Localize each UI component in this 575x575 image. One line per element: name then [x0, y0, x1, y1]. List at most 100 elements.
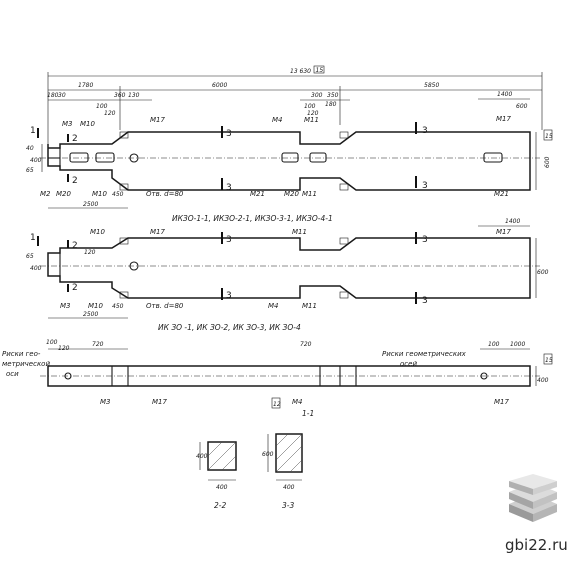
dim-1780: 1780 [78, 82, 93, 89]
b3-mid-tag: 12 [273, 401, 281, 408]
sec33-w: 400 [283, 484, 295, 491]
dim-450: 450 [112, 191, 124, 198]
b3-dim-720a: 720 [92, 341, 104, 348]
b3-dim-1000: 1000 [510, 341, 525, 348]
b2-mark-m4: М4 [268, 302, 279, 310]
b2-mark-m17b: М17 [496, 228, 511, 236]
beam-3: 400 15 100 120 720 720 100 1000 Риски ге… [2, 339, 553, 418]
b3-mark-m17: М17 [152, 398, 167, 406]
overall-tag: 15 [316, 67, 324, 74]
b3-dim-720b: 720 [300, 341, 312, 348]
mark-m4: М4 [272, 116, 283, 124]
dim-130: 130 [128, 92, 140, 99]
b3-tag: 15 [545, 357, 553, 364]
b3-mark-m3: М3 [100, 398, 111, 406]
dim-mid-100: 100 [304, 103, 316, 110]
mark-m10b: М10 [92, 190, 107, 198]
dim-mid-120: 120 [307, 110, 319, 117]
caption-1: ИКЗО-1-1, ИКЗО-2-1, ИКЗО-3-1, ИКЗО-4-1 [172, 214, 333, 223]
view-1-1: 1-1 [302, 409, 314, 418]
b3-dim-400: 400 [537, 377, 549, 384]
mark-m10: М10 [80, 120, 95, 128]
mark-m21: М21 [250, 190, 265, 198]
dim-6000: 6000 [212, 82, 227, 89]
mark-m11b: М11 [302, 190, 317, 198]
dim-2500: 2500 [83, 201, 98, 208]
b2-mark-m10: М10 [90, 228, 105, 236]
dim-65: 65 [26, 167, 34, 174]
height-600: 600 [544, 156, 551, 168]
b3-dim-100: 100 [46, 339, 58, 346]
risk-left-1: Риски гео- [2, 350, 41, 358]
sec-3-a: 3 [226, 129, 232, 139]
b2-sec-3-d: 3 [422, 296, 428, 306]
section-3-3: 600 400 3-3 [262, 433, 303, 510]
sec-2-top: 2 [72, 134, 78, 144]
dim-180: 180 [47, 92, 59, 99]
b2-dim-600: 600 [537, 269, 549, 276]
dim-300: 300 [311, 92, 323, 99]
mark-m20b: М20 [284, 190, 299, 198]
b2-dim-2500: 2500 [83, 311, 98, 318]
cut-1-top: 1 [30, 126, 36, 136]
dim-600: 600 [516, 103, 528, 110]
dim-360: 360 [114, 92, 126, 99]
b2-dim-65: 65 [26, 253, 34, 260]
b2-height-400: 400 [30, 265, 42, 272]
b2-mark-m17: М17 [150, 228, 165, 236]
b2-sec-2-top: 2 [72, 241, 78, 251]
dim-30: 30 [58, 92, 66, 99]
hole-label: Отв. d=80 [146, 190, 184, 198]
risk-right-2: осей [400, 360, 417, 368]
mark-m20: М20 [56, 190, 71, 198]
dim-mid-180: 180 [325, 101, 337, 108]
sec-3-d: 3 [422, 181, 428, 191]
sec33-label: 3-3 [282, 501, 294, 510]
mark-m17: М17 [150, 116, 165, 124]
sec-3-c: 3 [422, 126, 428, 136]
stacked-slabs-logo [509, 474, 557, 522]
dim-350: 350 [327, 92, 339, 99]
beam-2: 1400 600 400 65 120 1 2 2 3 3 3 3 М10 М1… [26, 218, 549, 332]
b2-mark-m10b: М10 [88, 302, 103, 310]
b3-mark-m17b: М17 [494, 398, 509, 406]
mark-m21b: М21 [494, 190, 509, 198]
sec22-label: 2-2 [214, 501, 226, 510]
b2-mark-m3: М3 [60, 302, 71, 310]
overall-length: 13 630 [290, 68, 311, 75]
b3-mark-m4: М4 [292, 398, 303, 406]
mark-m3: М3 [62, 120, 73, 128]
risk-left-3: оси [6, 370, 19, 378]
beam-1: 13 630 15 1780 6000 5850 180 30 360 130 … [26, 65, 553, 223]
dim-40: 40 [26, 145, 34, 152]
caption-2: ИК ЗО -1, ИК ЗО-2, ИК ЗО-3, ИК ЗО-4 [158, 323, 301, 332]
b2-sec-3-a: 3 [226, 235, 232, 245]
b2-dim-450: 450 [112, 303, 124, 310]
b2-mark-m11: М11 [292, 228, 307, 236]
site-watermark: gbi22.ru [505, 536, 568, 554]
b2-dim-1400: 1400 [505, 218, 520, 225]
b2-sec-3-c: 3 [422, 235, 428, 245]
height-400: 400 [30, 157, 42, 164]
risk-left-2: метрической [2, 360, 50, 368]
b2-dim-120: 120 [84, 249, 96, 256]
mark-m17b: М17 [496, 115, 511, 123]
dim-5850: 5850 [424, 82, 439, 89]
section-2-2: 400 400 2-2 [196, 441, 237, 510]
sec22-w: 400 [216, 484, 228, 491]
b2-hole-label: Отв. d=80 [146, 302, 184, 310]
right-tag: 15 [545, 133, 553, 140]
dim-1400: 1400 [497, 91, 512, 98]
sec22-h: 400 [196, 453, 208, 460]
b2-sec-3-b: 3 [226, 291, 232, 301]
mark-m2: М2 [40, 190, 51, 198]
b2-sec-2-bot: 2 [72, 283, 78, 293]
sec33-h: 600 [262, 451, 274, 458]
sec-3-b: 3 [226, 183, 232, 193]
risk-right-1: Риски геометрических [382, 350, 467, 358]
dim-120: 120 [104, 110, 116, 117]
sec-2-bot: 2 [72, 176, 78, 186]
mark-m11: М11 [304, 116, 319, 124]
b3-dim-120: 120 [58, 345, 70, 352]
